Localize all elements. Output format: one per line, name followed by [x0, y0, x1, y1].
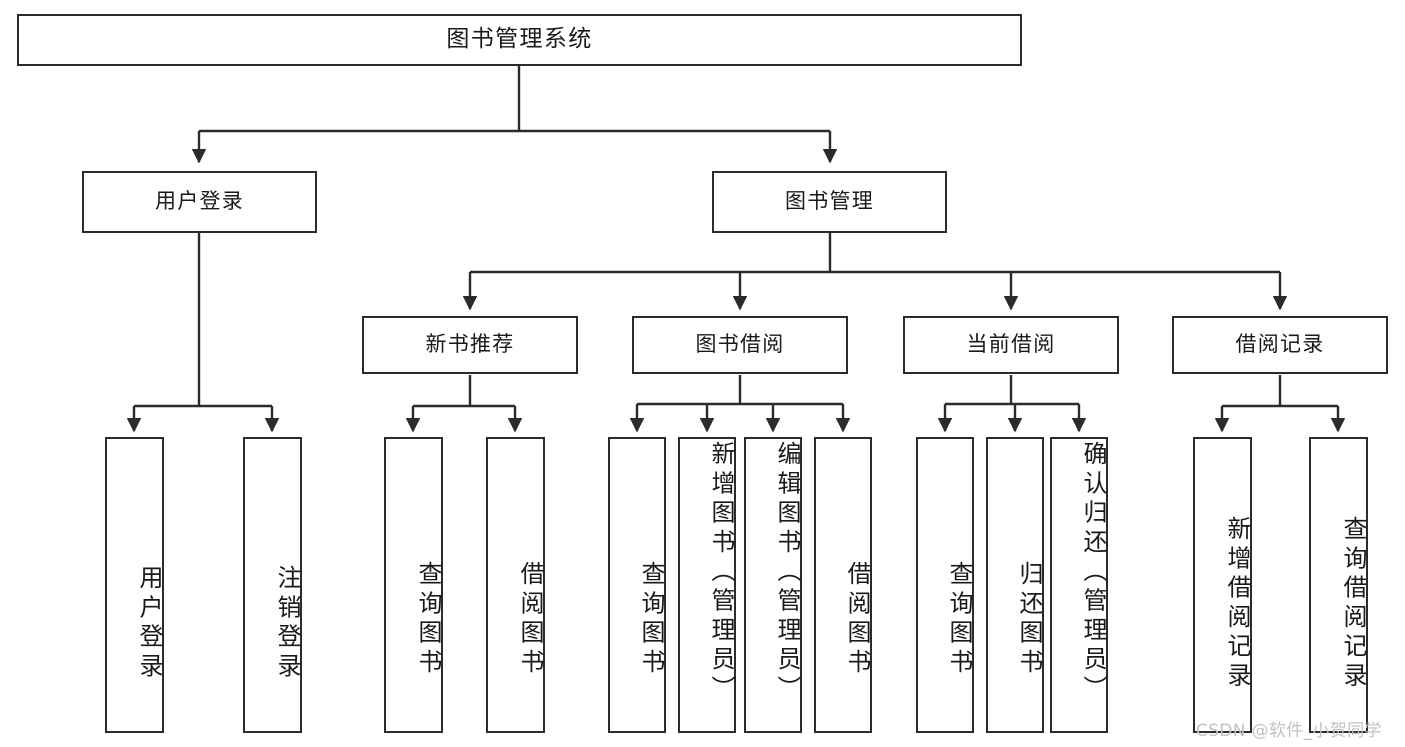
node-label: 图书管理系统 [446, 26, 593, 53]
csdn-watermark: CSDN @软件_小贺同学 [1196, 721, 1382, 741]
node-label: 借阅图书 [843, 561, 871, 679]
leaf-recommend-borrow-book[interactable]: 借阅图书 [486, 437, 545, 733]
node-label: 查询图书 [637, 561, 665, 679]
leaf-borrow-edit-book-admin[interactable]: 编辑图书（管理员） [744, 437, 802, 733]
leaf-current-confirm-return-admin[interactable]: 确认归还（管理员） [1050, 437, 1108, 733]
node-new-book-recommend[interactable]: 新书推荐 [362, 316, 578, 374]
node-root-system[interactable]: 图书管理系统 [17, 14, 1022, 66]
leaf-user-login-signin[interactable]: 用户登录 [105, 437, 164, 733]
node-label: 借阅图书 [516, 561, 544, 679]
node-current-borrow[interactable]: 当前借阅 [903, 316, 1119, 374]
node-label: 新增借阅记录 [1223, 516, 1251, 692]
node-label: 图书借阅 [695, 332, 785, 357]
node-book-management[interactable]: 图书管理 [712, 171, 947, 233]
leaf-current-return-book[interactable]: 归还图书 [986, 437, 1044, 733]
leaf-borrow-add-book-admin[interactable]: 新增图书（管理员） [678, 437, 736, 733]
node-label: 新书推荐 [425, 332, 515, 357]
node-label: 图书管理 [784, 189, 875, 214]
leaf-user-login-signout[interactable]: 注销登录 [243, 437, 302, 733]
leaf-borrow-query-book[interactable]: 查询图书 [608, 437, 666, 733]
node-book-borrow[interactable]: 图书借阅 [632, 316, 848, 374]
node-label: 注销登录 [273, 565, 301, 683]
node-label: 当前借阅 [966, 332, 1056, 357]
node-borrow-record[interactable]: 借阅记录 [1172, 316, 1388, 374]
leaf-record-add-record[interactable]: 新增借阅记录 [1193, 437, 1252, 733]
node-label: 查询借阅记录 [1339, 516, 1367, 692]
node-user-login[interactable]: 用户登录 [82, 171, 317, 233]
leaf-record-query-record[interactable]: 查询借阅记录 [1309, 437, 1368, 733]
node-label: 查询图书 [945, 561, 973, 679]
node-label: 用户登录 [154, 189, 245, 214]
node-label: 新增图书（管理员） [707, 441, 735, 705]
leaf-current-query-book[interactable]: 查询图书 [916, 437, 974, 733]
leaf-recommend-query-book[interactable]: 查询图书 [384, 437, 443, 733]
node-label: 编辑图书（管理员） [773, 441, 801, 705]
leaf-borrow-borrow-book[interactable]: 借阅图书 [814, 437, 872, 733]
node-label: 确认归还（管理员） [1079, 441, 1107, 705]
node-label: 用户登录 [135, 565, 163, 683]
node-label: 借阅记录 [1235, 332, 1325, 357]
node-label: 归还图书 [1015, 561, 1043, 679]
node-label: 查询图书 [414, 561, 442, 679]
